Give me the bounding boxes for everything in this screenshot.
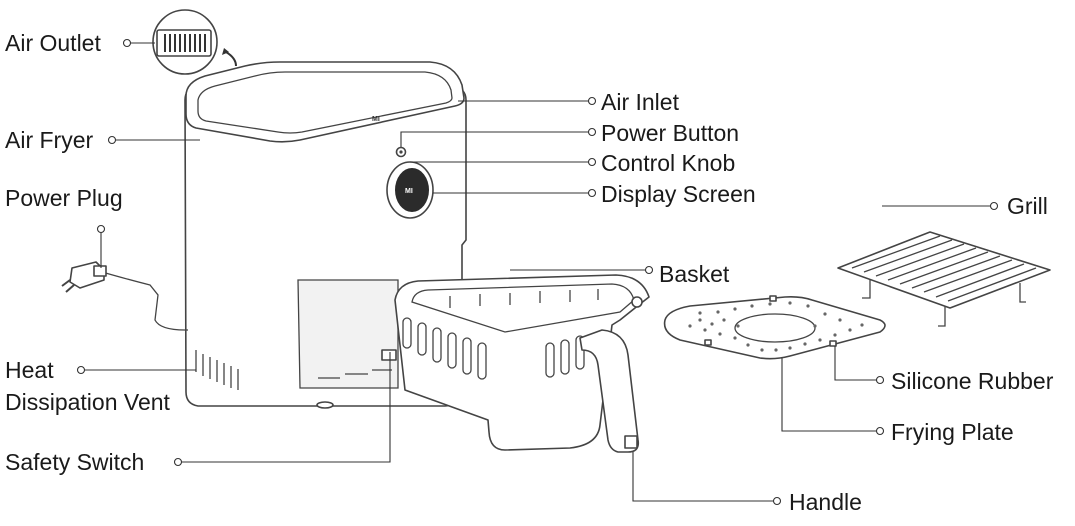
label-heat: Heat xyxy=(5,357,54,383)
label-air-inlet: Air Inlet xyxy=(601,89,680,115)
power-plug xyxy=(61,261,188,331)
safety-switch xyxy=(381,349,397,361)
label-power-button: Power Button xyxy=(601,120,739,146)
basket-handle[interactable] xyxy=(579,296,643,453)
label-safety-switch: Safety Switch xyxy=(5,449,144,475)
vent-slots xyxy=(195,350,239,390)
labels: Air Outlet Air Fryer Power Plug Heat Dis… xyxy=(5,30,1054,515)
label-dissipation-vent: Dissipation Vent xyxy=(5,389,171,415)
label-control-knob: Control Knob xyxy=(601,150,735,176)
arrow-icon xyxy=(225,51,237,67)
air-fryer-body: MI xyxy=(184,61,467,409)
label-air-fryer: Air Fryer xyxy=(5,127,94,153)
frying-plate xyxy=(663,295,886,360)
air-outlet-inset xyxy=(152,9,237,75)
label-display-screen: Display Screen xyxy=(601,181,756,207)
callout-lines xyxy=(76,38,999,506)
knob-brand-text: MI xyxy=(405,188,413,195)
label-air-outlet: Air Outlet xyxy=(5,30,101,56)
lid-logo: MI xyxy=(372,116,380,123)
label-grill: Grill xyxy=(1007,193,1048,219)
control-knob[interactable]: MI xyxy=(386,161,434,219)
label-handle: Handle xyxy=(789,489,862,515)
label-power-plug: Power Plug xyxy=(5,185,123,211)
label-basket: Basket xyxy=(659,261,730,287)
grill xyxy=(837,231,1051,327)
label-silicone-rubber: Silicone Rubber xyxy=(891,368,1054,394)
power-button[interactable] xyxy=(395,146,407,158)
label-frying-plate: Frying Plate xyxy=(891,419,1014,445)
